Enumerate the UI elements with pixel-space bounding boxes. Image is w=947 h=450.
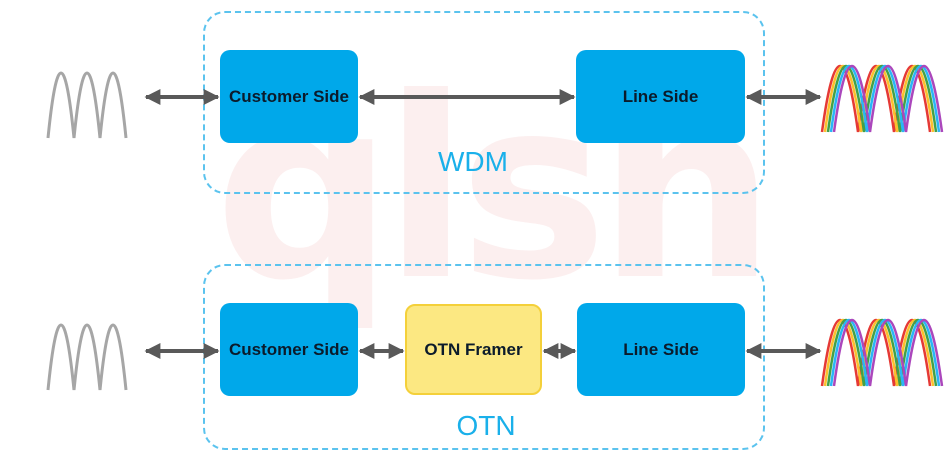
otn-line-side-block: Line Side xyxy=(577,303,745,396)
otn-group-label: OTN xyxy=(456,410,516,441)
wdm-line-signal-icon xyxy=(820,64,944,133)
otn-customer-side-block: Customer Side xyxy=(220,303,358,396)
wdm-line-side-block: Line Side xyxy=(576,50,745,143)
wdm-group-label: WDM xyxy=(438,146,508,177)
wdm-customer-side-block: Customer Side xyxy=(220,50,358,143)
wdm-client-signal-icon xyxy=(46,71,128,139)
otn-client-signal-icon xyxy=(46,323,128,391)
otn-line-signal-icon xyxy=(820,318,944,387)
otn-framer-block: OTN Framer xyxy=(405,304,542,395)
